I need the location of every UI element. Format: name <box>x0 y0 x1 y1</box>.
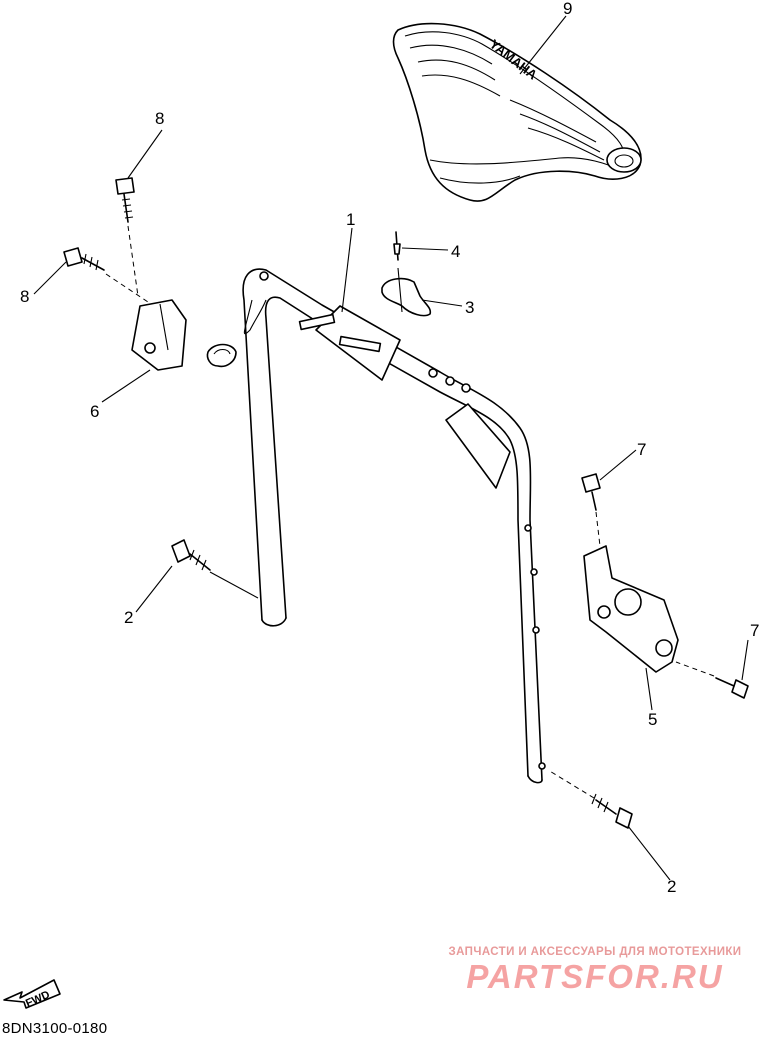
callout-5: 5 <box>648 710 657 729</box>
seat-part-9: YAMAHA <box>392 22 642 202</box>
callout-2-left: 2 <box>124 608 133 627</box>
callout-1: 1 <box>346 210 355 229</box>
handlebar-frame-part-1 <box>242 268 546 784</box>
callout-3: 3 <box>465 298 474 317</box>
bracket-part-6 <box>131 299 237 371</box>
leader-lines <box>33 15 749 881</box>
fwd-arrow-icon: FWD <box>3 979 61 1010</box>
callout-7-top: 7 <box>637 440 646 459</box>
watermark-caption: ЗАПЧАСТИ И АКСЕССУАРЫ ДЛЯ МОТОТЕХНИКИ <box>448 946 742 958</box>
callout-7-right: 7 <box>750 621 759 640</box>
callout-6: 6 <box>90 402 99 421</box>
clip-part-3 <box>381 267 432 317</box>
watermark-logo: PARTSFOR.RU <box>466 958 724 995</box>
callout-8-top: 8 <box>155 109 164 128</box>
callout-8-left: 8 <box>20 287 29 306</box>
callout-9: 9 <box>563 0 572 18</box>
bolt-part-2-right <box>547 769 633 829</box>
plate-part-5 <box>583 545 679 673</box>
bolt-part-7-top <box>581 473 601 547</box>
bolt-part-8-left <box>63 247 149 303</box>
watermark: ЗАПЧАСТИ И АКСЕССУАРЫ ДЛЯ МОТОТЕХНИКИ PA… <box>440 946 750 993</box>
bolt-part-7-right <box>675 661 749 699</box>
pin-part-4 <box>393 231 401 261</box>
callout-4: 4 <box>451 242 460 261</box>
bolt-part-2-left <box>171 539 259 599</box>
callout-labels: 9 8 8 1 4 3 6 7 7 2 5 2 <box>20 0 759 896</box>
diagram-code: 8DN3100-0180 <box>2 1020 108 1037</box>
callout-2-right: 2 <box>667 877 676 896</box>
bolt-part-8-top <box>115 177 139 297</box>
fwd-label: FWD <box>24 989 52 1010</box>
